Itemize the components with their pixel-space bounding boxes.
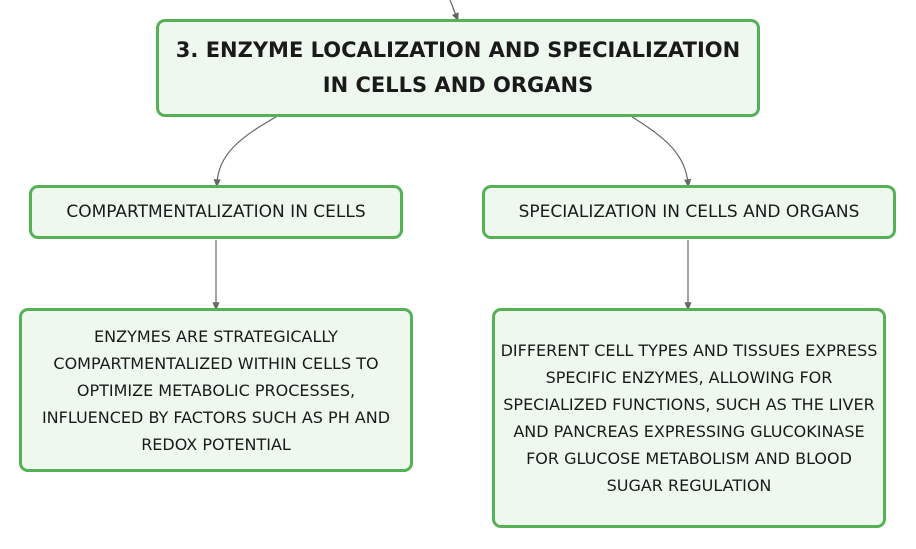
compartmentalization-detail-text: ENZYMES ARE STRATEGICALLY COMPARTMENTALI… (41, 326, 391, 454)
specialization-label: SPECIALIZATION IN CELLS AND ORGANS (518, 202, 860, 222)
specialization-detail-node[interactable]: DIFFERENT CELL TYPES AND TISSUES EXPRESS… (492, 308, 886, 528)
connector-from-parent (449, 0, 459, 22)
compartmentalization-detail-node[interactable]: ENZYMES ARE STRATEGICALLY COMPARTMENTALI… (19, 308, 413, 472)
specialization-node[interactable]: SPECIALIZATION IN CELLS AND ORGANS (482, 185, 896, 239)
compartmentalization-label: COMPARTMENTALIZATION IN CELLS (66, 202, 366, 222)
root-topic-node[interactable]: 3. ENZYME LOCALIZATION AND SPECIALIZATIO… (156, 19, 760, 117)
compartmentalization-node[interactable]: COMPARTMENTALIZATION IN CELLS (29, 185, 403, 239)
specialization-detail-text: DIFFERENT CELL TYPES AND TISSUES EXPRESS… (500, 341, 878, 495)
root-topic-label: 3. ENZYME LOCALIZATION AND SPECIALIZATIO… (175, 38, 741, 97)
connector-root-to-specialization (631, 116, 692, 188)
connector-root-to-compartmentalization (213, 116, 277, 188)
